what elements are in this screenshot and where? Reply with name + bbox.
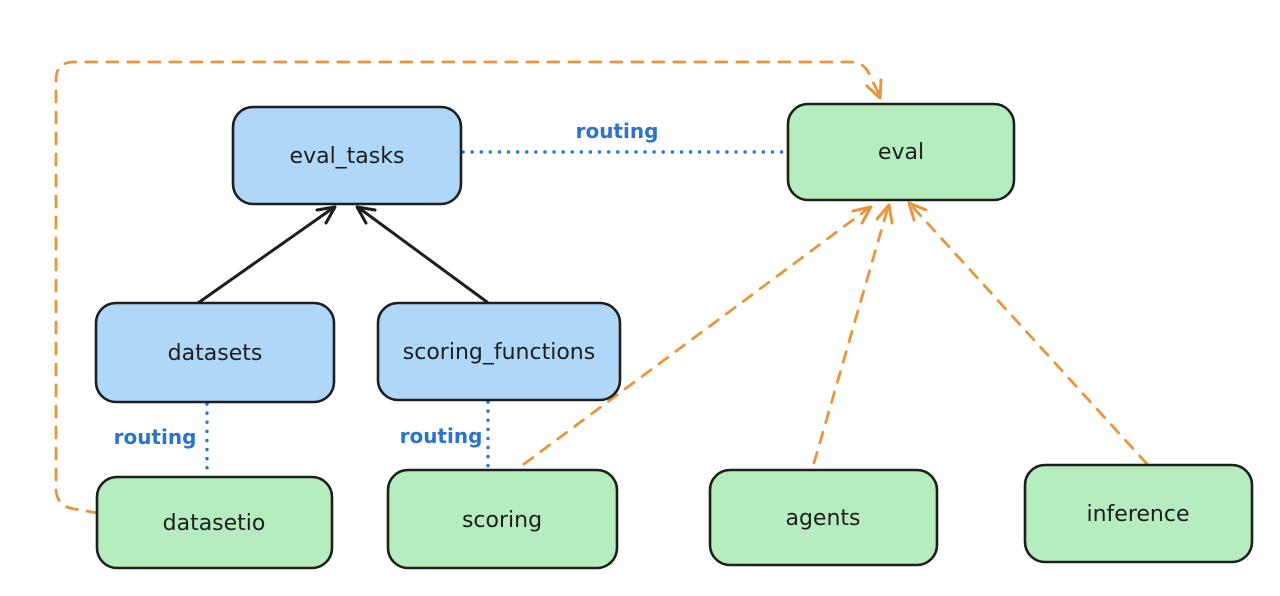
node-datasets-label: datasets	[168, 341, 263, 366]
node-eval-tasks[interactable]: eval_tasks	[231, 105, 463, 206]
node-eval-label: eval	[878, 140, 924, 165]
edge-label-routing-left: routing	[114, 425, 197, 449]
edge-label-routing-middle: routing	[400, 424, 483, 448]
edge-inference-eval-arrowhead	[907, 201, 928, 222]
edge-scoring-functions-eval-tasks-path[interactable]	[357, 206, 489, 304]
node-scoring-label: scoring	[462, 508, 542, 533]
node-scoring-functions-box[interactable]	[376, 301, 622, 402]
edge-scoring-functions-eval-tasks-arrowhead	[355, 205, 377, 225]
node-eval-box[interactable]	[786, 102, 1016, 202]
node-datasets[interactable]: datasets	[94, 301, 336, 404]
node-inference[interactable]: inference	[1023, 463, 1254, 564]
node-eval[interactable]: eval	[786, 102, 1016, 202]
edge-scoring-eval-arrowhead	[851, 205, 873, 225]
node-scoring[interactable]: scoring	[386, 468, 619, 570]
node-datasetio[interactable]: datasetio	[95, 475, 334, 570]
node-inference-label: inference	[1086, 502, 1189, 527]
edge-eval-tasks-eval[interactable]: routing	[461, 119, 788, 154]
edge-datasetio-eval-path[interactable]	[54, 60, 881, 515]
node-agents-box[interactable]	[708, 468, 939, 567]
node-inference-box[interactable]	[1023, 463, 1254, 564]
edge-agents-eval-arrowhead	[875, 203, 894, 225]
node-datasetio-label: datasetio	[163, 511, 266, 536]
node-agents[interactable]: agents	[708, 468, 939, 567]
node-datasets-box[interactable]	[94, 301, 336, 404]
node-scoring-functions[interactable]: scoring_functions	[376, 301, 622, 402]
edge-datasets-eval-tasks-path[interactable]	[196, 206, 335, 305]
node-eval-tasks-box[interactable]	[231, 105, 463, 206]
edge-datasets-eval-tasks[interactable]	[196, 205, 337, 305]
edge-scoring-functions-scoring[interactable]: routing	[400, 400, 490, 470]
edge-datasets-datasetio[interactable]: routing	[114, 402, 209, 477]
edge-label-routing-top: routing	[576, 119, 659, 143]
edge-scoring-eval-path[interactable]	[522, 206, 871, 466]
node-scoring-functions-label: scoring_functions	[403, 340, 595, 365]
edge-agents-eval-path[interactable]	[812, 205, 890, 465]
node-datasetio-box[interactable]	[95, 475, 334, 570]
edge-datasetio-eval-arrowhead	[865, 78, 883, 100]
edge-inference-eval-path[interactable]	[909, 203, 1149, 466]
node-agents-label: agents	[785, 506, 860, 531]
node-eval-tasks-label: eval_tasks	[290, 144, 405, 169]
edge-inference-eval[interactable]	[907, 201, 1149, 466]
node-scoring-box[interactable]	[386, 468, 619, 570]
edge-scoring-functions-eval-tasks[interactable]	[355, 205, 489, 304]
edge-scoring-eval[interactable]	[522, 205, 873, 466]
edge-datasets-eval-tasks-arrowhead	[315, 205, 337, 225]
edge-datasetio-eval[interactable]	[54, 60, 883, 515]
edge-agents-eval[interactable]	[812, 203, 894, 465]
